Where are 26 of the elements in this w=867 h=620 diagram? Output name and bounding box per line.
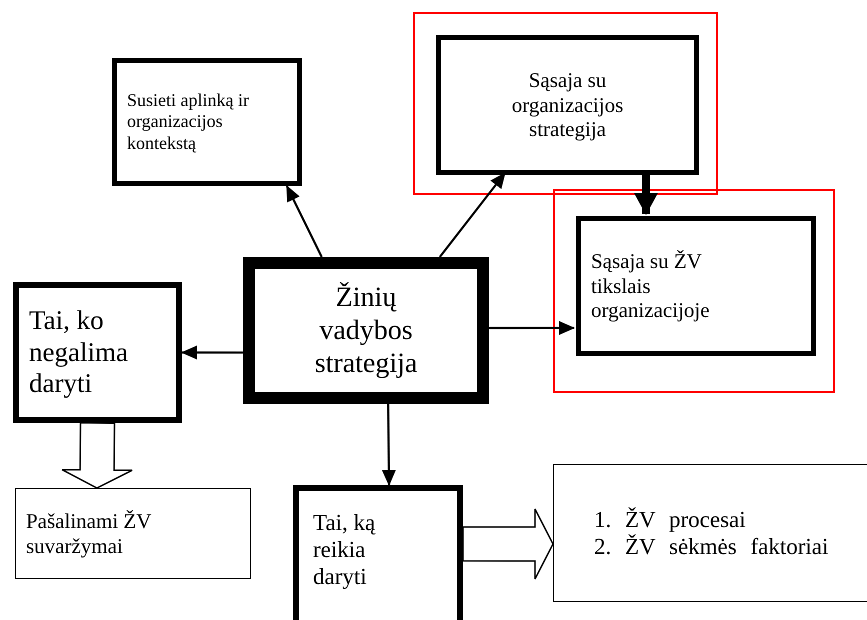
box-text: Pašalinami ŽV suvaržymai [26,508,152,558]
text-box [553,464,867,602]
text-box [13,282,182,423]
text-box [112,58,302,186]
hollow-block-arrow [61,422,133,489]
arrow [286,185,323,258]
arrow [489,320,575,335]
box-text: Tai, ką reikia daryti [313,509,376,590]
box-text: Sąsaja su organizacijos strategija [510,68,624,142]
box-text: Žinių vadybos strategija [314,280,418,380]
text-box [15,488,251,579]
arrow [181,346,243,360]
list-item: 2. ŽV sėkmės faktoriai [594,533,830,560]
outline-frame [413,12,718,195]
hollow-block-arrow [462,508,554,580]
box-text: Tai, ko negalima daryti [29,304,129,400]
text-box [243,257,489,404]
outline-frame [553,189,835,393]
box-text: Sąsaja su ŽV tikslais organizacijoje [591,248,711,324]
arrow [634,173,658,215]
text-box [436,35,699,175]
box-text: Susieti aplinką ir organizacijos kontekstą [127,90,250,154]
text-box [576,216,816,356]
list-item: 1. ŽV procesai [594,506,747,533]
arrow [382,404,396,486]
text-box [293,485,463,620]
